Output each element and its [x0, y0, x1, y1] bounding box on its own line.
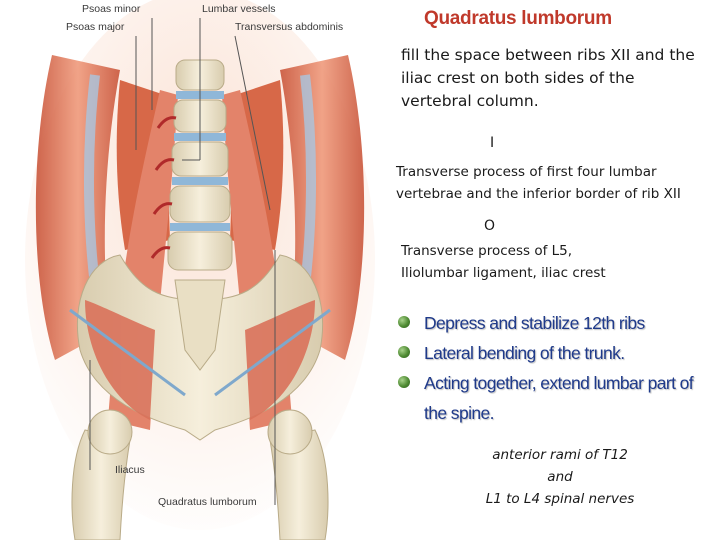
- action-text: Lateral bending of the trunk.: [424, 343, 625, 363]
- label-psoas-major: Psoas major: [66, 21, 125, 33]
- right-femoral-head: [267, 409, 313, 455]
- label-leader-lines: [89, 18, 276, 505]
- anatomy-illustration: [25, 0, 375, 540]
- action-text: Acting together, extend lumbar part of t…: [424, 373, 694, 423]
- slide-title: Quadratus lumborum: [424, 8, 612, 29]
- label-transversus-abdominis: Transversus abdominis: [235, 21, 344, 33]
- label-quadratus-lumborum: Quadratus lumborum: [158, 496, 257, 508]
- origin-tag: O: [484, 218, 496, 234]
- bullet-icon: [398, 316, 410, 328]
- action-text: Depress and stabilize 12th ribs: [424, 313, 645, 333]
- left-femur: [71, 429, 131, 540]
- action-item: Lateral bending of the trunk.: [398, 338, 716, 368]
- label-iliacus: Iliacus: [115, 464, 145, 476]
- insertion-text: Transverse process of first four lumbar …: [396, 164, 681, 202]
- lumbar-vessels: [150, 116, 177, 259]
- origin-text-line-1: Transverse process of L5,: [401, 243, 573, 259]
- muscle-description: fill the space between ribs XII and the …: [401, 46, 695, 110]
- bullet-icon: [398, 376, 410, 388]
- sacrum: [174, 279, 226, 371]
- bullet-icon: [398, 346, 410, 358]
- nerve-line-2: and: [547, 469, 573, 485]
- inguinal-ligaments: [69, 308, 331, 397]
- insertion-tag: I: [490, 135, 495, 151]
- label-psoas-minor: Psoas minor: [82, 3, 141, 15]
- nerve-line-3: L1 to L4 spinal nerves: [485, 491, 635, 507]
- right-femur: [269, 429, 329, 540]
- origin-text-line-2: Iliolumbar ligament, iliac crest: [401, 265, 606, 281]
- nerve-supply: anterior rami of T12 and L1 to L4 spinal…: [440, 444, 680, 510]
- nerve-line-1: anterior rami of T12: [492, 447, 628, 463]
- actions-list: Depress and stabilize 12th ribs Lateral …: [398, 308, 716, 428]
- action-item: Acting together, extend lumbar part of t…: [398, 368, 716, 428]
- left-iliacus-muscle: [85, 300, 155, 420]
- left-femoral-head: [87, 409, 133, 455]
- action-item: Depress and stabilize 12th ribs: [398, 308, 716, 338]
- label-lumbar-vessels: Lumbar vessels: [202, 3, 276, 15]
- right-iliacus-muscle: [245, 300, 315, 420]
